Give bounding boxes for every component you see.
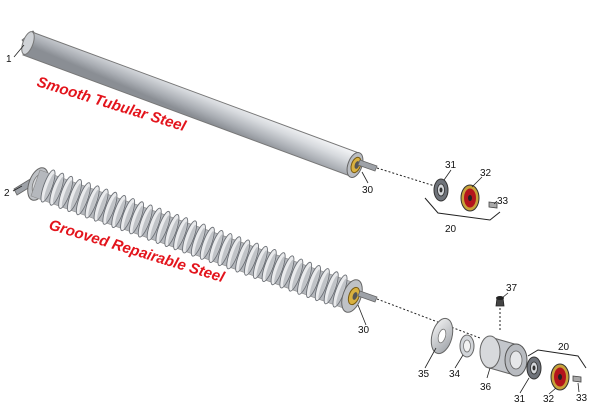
groove-ring-shade (97, 192, 108, 220)
callout-30-upper: 30 (362, 185, 374, 196)
right-shaft-2 (357, 290, 378, 303)
bearing-kit-upper (424, 178, 501, 221)
groove-ring-shade (79, 186, 90, 213)
groove-ring-shade (167, 218, 179, 245)
groove-ring-shade (176, 221, 188, 248)
groove-ring-shade (70, 183, 81, 210)
groove-ring-shade (150, 212, 161, 239)
groove-ring-shade (212, 234, 223, 261)
groove-ring-shade (44, 173, 55, 201)
groove-ring-shade (282, 259, 294, 287)
callout-32-lower: 32 (543, 394, 555, 405)
groove-ring-shade (141, 208, 152, 236)
groove-ring-shade (309, 269, 320, 296)
groove-ring-shade (247, 247, 258, 274)
callout-1: 1 (6, 54, 12, 65)
groove-ring-shade (194, 227, 205, 255)
callout-37: 37 (506, 283, 518, 294)
tube-left-end (21, 31, 35, 55)
groove-ring-shade (203, 231, 214, 258)
groove-ring-shade (256, 250, 267, 277)
callout-35: 35 (418, 369, 430, 380)
groove-ring-shade (274, 256, 285, 283)
callout-20-lower: 20 (558, 342, 570, 353)
kit-bracket-lower (527, 349, 587, 369)
callout-31-upper: 31 (445, 160, 457, 171)
smooth-roller (21, 30, 439, 188)
grooved-roller (13, 167, 481, 339)
callout-31-lower: 31 (514, 394, 526, 405)
callout-30-lower: 30 (358, 325, 370, 336)
groove-ring-shade (291, 262, 303, 290)
callout-33-upper: 33 (497, 196, 509, 207)
groove-ring-shade (88, 189, 99, 217)
groove-ring-shade (114, 199, 126, 226)
groove-ring-shade (238, 243, 250, 271)
groove-ring-shade (221, 237, 232, 264)
groove-ring-shade (185, 224, 196, 252)
groove-ring-shade (327, 275, 338, 302)
groove-rings (40, 169, 348, 308)
callout-36: 36 (480, 382, 492, 393)
kit-bracket-upper (424, 197, 501, 221)
callout-32-upper: 32 (480, 168, 492, 179)
callout-34: 34 (449, 369, 461, 380)
explode-line-2 (376, 298, 481, 339)
groove-ring-shade (265, 253, 276, 280)
tube-body (22, 31, 360, 177)
groove-ring-shade (123, 202, 134, 229)
leader-lines (12, 44, 580, 395)
groove-ring-shade (52, 177, 64, 204)
groove-ring-shade (61, 180, 73, 207)
callout-2: 2 (4, 188, 10, 199)
bolt-33-lower (572, 375, 582, 383)
hub-36-face (479, 335, 501, 369)
right-shaft-1 (357, 159, 378, 172)
exploded-parts-lower (430, 296, 587, 391)
callout-33-lower: 33 (576, 393, 588, 404)
groove-ring-shade (105, 196, 117, 223)
callout-20-upper: 20 (445, 224, 457, 235)
groove-ring-shade (229, 240, 241, 267)
groove-ring-shade (336, 278, 347, 306)
groove-ring-shade (159, 215, 170, 242)
bearing-hole-1 (354, 161, 360, 169)
groove-ring-shade (318, 272, 329, 299)
bolt-33-upper (488, 201, 498, 209)
groove-ring-shade (132, 205, 143, 232)
explode-line-1 (376, 167, 439, 188)
groove-ring-shade (300, 266, 311, 293)
